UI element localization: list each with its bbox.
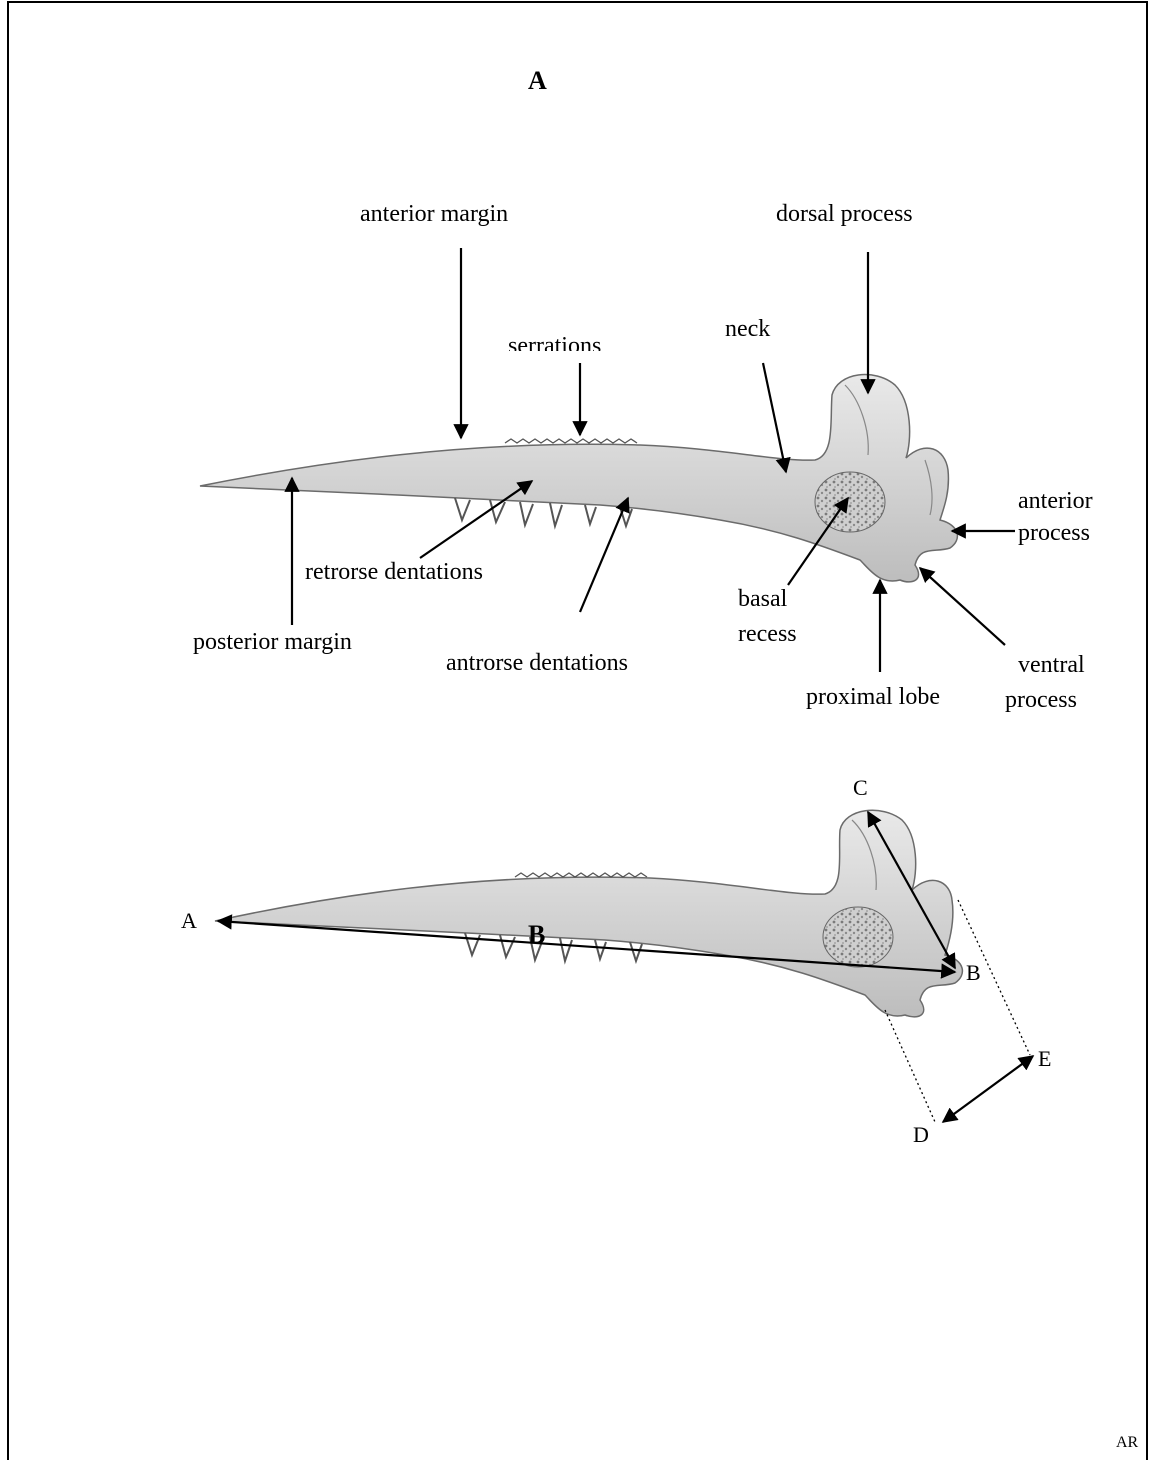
label-basal-recess-line1: basal — [738, 584, 787, 614]
label-antrorse-dentations: antrorse dentations — [446, 648, 628, 678]
label-posterior-margin: posterior margin — [193, 627, 352, 657]
serrations-a — [505, 439, 637, 443]
spine-drawing-b — [215, 810, 962, 1017]
basal-recess-b — [823, 907, 893, 967]
spine-drawing-a — [200, 375, 957, 582]
point-label-b: B — [966, 960, 981, 986]
arrow-neck — [763, 363, 786, 472]
guide-line-d — [885, 1010, 935, 1122]
label-retrorse-dentations: retrorse dentations — [305, 557, 483, 587]
label-ventral-process-line2: process — [1005, 685, 1077, 715]
panel-label-b: B — [528, 920, 545, 950]
figure-border — [8, 2, 1147, 1460]
measure-d-e — [943, 1056, 1033, 1122]
arrow-ventral-process — [920, 568, 1005, 645]
point-label-c: C — [853, 775, 868, 801]
point-label-a: A — [181, 908, 197, 934]
artist-signature: AR — [1116, 1434, 1138, 1452]
point-label-e: E — [1038, 1046, 1051, 1072]
label-dorsal-process: dorsal process — [776, 199, 913, 229]
label-anterior-margin: anterior margin — [360, 199, 508, 229]
basal-recess-a — [815, 472, 885, 532]
serrations-b — [515, 873, 647, 877]
label-ventral-process-line1: ventral — [1018, 650, 1085, 680]
label-basal-recess-line2: recess — [738, 619, 797, 649]
panel-label-a: A — [528, 66, 547, 96]
label-anterior-process-line2: process — [1018, 518, 1090, 548]
label-anterior-process-line1: anterior — [1018, 486, 1093, 516]
label-serrations: serrations — [508, 331, 601, 351]
label-proximal-lobe: proximal lobe — [806, 682, 940, 712]
label-neck: neck — [725, 314, 770, 344]
point-label-d: D — [913, 1122, 929, 1148]
